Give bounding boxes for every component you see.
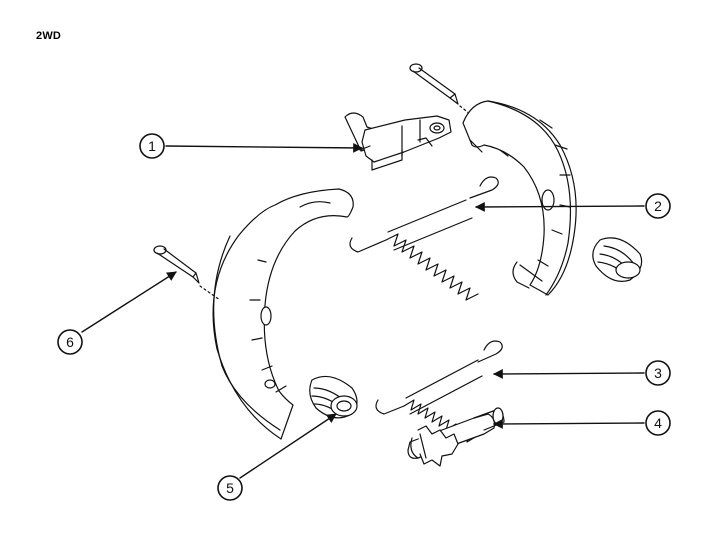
hold-down-spring-left	[309, 375, 358, 419]
hold-down-pin-top	[409, 63, 471, 115]
callout-leaders	[81, 143, 645, 479]
callout-1-label: 1	[148, 138, 156, 154]
callout-3: 3	[645, 360, 671, 386]
right-brake-shoe	[462, 100, 577, 296]
hold-down-pin-left	[153, 245, 221, 301]
hold-down-spring-right	[592, 237, 643, 282]
callout-4: 4	[645, 410, 671, 436]
left-brake-shoe	[212, 188, 354, 440]
adjuster-lever-assembly	[344, 112, 452, 171]
leader-6	[81, 271, 177, 333]
diagram-title: 2WD	[36, 30, 62, 42]
callout-6: 6	[57, 329, 83, 355]
callout-4-label: 4	[654, 415, 662, 431]
callout-5-label: 5	[226, 480, 234, 496]
callout-6-label: 6	[66, 334, 74, 350]
callout-2: 2	[645, 193, 671, 219]
callout-markers: 1 2 3 4 5 6	[57, 133, 671, 501]
callout-5: 5	[217, 475, 243, 501]
leader-3	[493, 369, 645, 379]
leader-5	[239, 413, 337, 479]
leader-1	[165, 143, 363, 153]
leader-2	[475, 202, 645, 212]
callout-3-label: 3	[654, 365, 662, 381]
callout-2-label: 2	[654, 198, 662, 214]
upper-return-spring	[349, 176, 499, 301]
adjuster-screw-assembly	[407, 407, 505, 467]
callout-1: 1	[139, 133, 165, 159]
leader-4	[493, 419, 645, 429]
